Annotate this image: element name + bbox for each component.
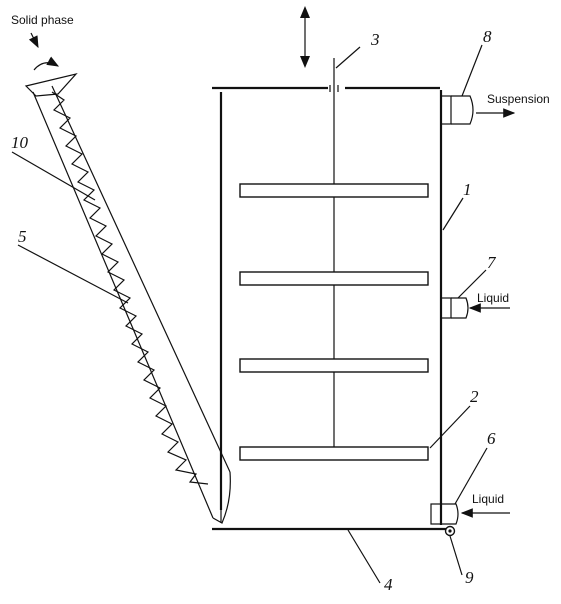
stirrer-shaft bbox=[329, 58, 339, 455]
drain-valve-icon bbox=[444, 525, 456, 537]
part-number-9: 9 bbox=[465, 568, 474, 587]
rotation-arrow-icon bbox=[33, 56, 60, 71]
part-number-1: 1 bbox=[463, 180, 472, 199]
leader-lines bbox=[11, 44, 488, 584]
solid-phase-label: Solid phase bbox=[11, 13, 74, 27]
suspension-outlet-nozzle bbox=[440, 95, 516, 125]
part-number-7: 7 bbox=[487, 253, 497, 272]
paddle-3 bbox=[239, 358, 429, 373]
solid-phase-arrow-icon bbox=[28, 32, 39, 49]
part-number-6: 6 bbox=[487, 429, 496, 448]
screw-feeder bbox=[24, 72, 231, 524]
paddle-1 bbox=[239, 183, 429, 198]
liquid-inlet-nozzle-top bbox=[440, 297, 510, 319]
paddle-2 bbox=[239, 271, 429, 286]
stirrer-paddles bbox=[239, 183, 429, 461]
vertical-motion-arrow-icon bbox=[300, 6, 310, 68]
part-number-8: 8 bbox=[483, 27, 492, 46]
suspension-label: Suspension bbox=[487, 92, 550, 106]
liquid-label-bottom: Liquid bbox=[472, 492, 504, 506]
vessel-body bbox=[212, 86, 447, 531]
part-number-2: 2 bbox=[470, 387, 479, 406]
part-number-4: 4 bbox=[384, 575, 393, 594]
part-number-10: 10 bbox=[11, 133, 29, 152]
liquid-inlet-nozzle-bottom bbox=[430, 503, 510, 525]
screw-helix bbox=[51, 91, 209, 485]
part-number-3: 3 bbox=[370, 30, 380, 49]
part-number-5: 5 bbox=[18, 227, 27, 246]
liquid-label-top: Liquid bbox=[477, 291, 509, 305]
paddle-4 bbox=[239, 446, 429, 461]
